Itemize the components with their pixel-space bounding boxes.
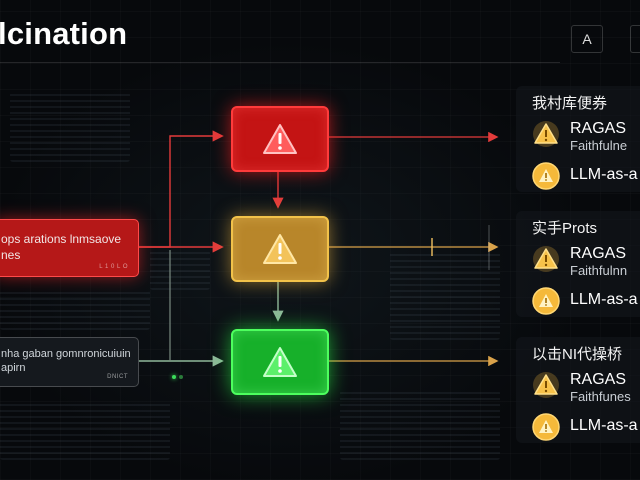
metric-item[interactable]: RAGAS Faithfulnn <box>532 245 627 279</box>
metric-title: LLM-as-a <box>570 166 638 183</box>
warning-icon <box>532 245 560 278</box>
warning-icon <box>262 123 298 155</box>
metric-subtitle: Faithfulne <box>570 138 628 153</box>
metric-title: LLM-as-a <box>570 291 638 308</box>
source-box-red[interactable]: ops arations lnmsaove nes L 1 0 L O <box>0 219 139 277</box>
metric-card[interactable]: 我村库便券 RAGAS Faithfulne LLM-as-a <box>516 86 640 192</box>
metric-subtitle: Faithfunes <box>570 389 631 404</box>
background-panel <box>340 390 500 460</box>
metric-card[interactable]: 实手Prots RAGAS Faithfulnn LLM-as-a <box>516 211 640 317</box>
metric-item[interactable]: RAGAS Faithfunes <box>532 371 631 405</box>
source-line: apirn <box>1 362 26 374</box>
metric-card[interactable]: 以击NI代操桥 RAGAS Faithfunes LLM-as-a <box>516 337 640 443</box>
background-panel <box>390 250 500 340</box>
background-panel <box>0 400 170 460</box>
background-panel <box>10 92 130 162</box>
metric-item[interactable]: RAGAS Faithfulne <box>532 120 627 154</box>
metric-title: RAGAS <box>570 371 627 388</box>
warning-icon <box>262 233 298 265</box>
source-line: nha gaban gomnronicuiuin <box>1 348 131 360</box>
title-divider <box>0 62 560 63</box>
metric-item[interactable]: LLM-as-a <box>532 162 638 195</box>
warning-icon <box>532 287 560 320</box>
background-panel <box>150 250 210 290</box>
metric-item[interactable]: LLM-as-a <box>532 287 638 320</box>
warning-icon <box>262 346 298 378</box>
status-dot <box>172 375 176 379</box>
alert-box-green[interactable] <box>231 329 329 395</box>
warning-icon <box>532 162 560 195</box>
metric-title: RAGAS <box>570 245 627 262</box>
source-tag: L 1 0 L O <box>99 264 128 270</box>
status-dot <box>179 375 183 379</box>
status-dots <box>172 375 183 379</box>
source-line: nes <box>1 248 21 262</box>
metric-title: RAGAS <box>570 120 627 137</box>
metric-subtitle: Faithfulnn <box>570 263 628 278</box>
warning-icon <box>532 371 560 404</box>
card-heading: 实手Prots <box>532 220 598 237</box>
alert-box-red[interactable] <box>231 106 329 172</box>
window-control-button[interactable] <box>630 25 640 53</box>
card-heading: 我村库便券 <box>532 95 608 112</box>
metric-item[interactable]: LLM-as-a <box>532 413 638 446</box>
alert-box-yellow[interactable] <box>231 216 329 282</box>
connector-source-to-red <box>137 130 224 248</box>
source-tag: DNICT <box>107 374 128 380</box>
card-heading: 以击NI代操桥 <box>532 346 623 363</box>
page-title: lcination <box>0 16 128 51</box>
background-panel <box>0 290 150 330</box>
language-button[interactable]: A <box>571 25 603 53</box>
source-box-gray[interactable]: nha gaban gomnronicuiuin apirn DNICT <box>0 337 139 387</box>
warning-icon <box>532 413 560 446</box>
source-line: ops arations lnmsaove <box>1 232 122 246</box>
warning-icon <box>532 120 560 153</box>
metric-title: LLM-as-a <box>570 417 638 434</box>
